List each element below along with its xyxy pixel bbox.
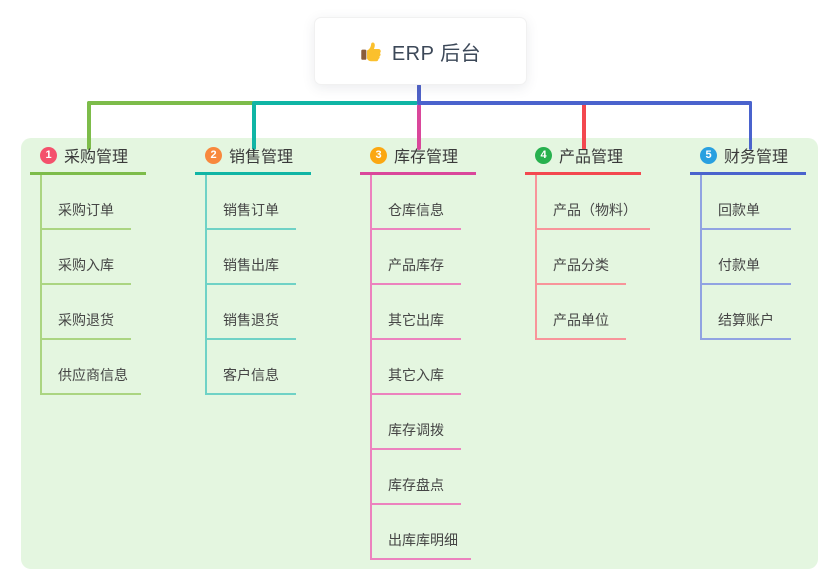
- drop-line-purchase: [87, 101, 91, 150]
- child-node[interactable]: 产品库存: [372, 258, 461, 285]
- branch-finance: 5 财务管理 回款单 付款单 结算账户: [690, 143, 839, 340]
- child-node[interactable]: 其它出库: [372, 313, 461, 340]
- branch-number-badge: 4: [535, 146, 552, 164]
- drop-line-sales: [252, 101, 256, 150]
- branch-header-finance[interactable]: 5 财务管理: [690, 143, 806, 175]
- branch-label: 采购管理: [64, 149, 129, 166]
- child-node[interactable]: 销售出库: [207, 258, 296, 285]
- drop-line-finance: [748, 101, 752, 150]
- drop-line-inventory: [417, 104, 421, 150]
- child-node[interactable]: 销售订单: [207, 203, 296, 230]
- branch-label: 销售管理: [229, 149, 294, 166]
- child-node[interactable]: 产品（物料）: [537, 203, 650, 230]
- branch-label: 产品管理: [559, 149, 624, 166]
- child-node[interactable]: 产品分类: [537, 258, 626, 285]
- canvas-panel: [21, 138, 818, 569]
- child-node[interactable]: 回款单: [702, 203, 791, 230]
- branch-number-badge: 2: [205, 146, 222, 164]
- child-node[interactable]: 销售退货: [207, 313, 296, 340]
- root-node[interactable]: ERP 后台: [314, 17, 527, 85]
- branch-children: 仓库信息 产品库存 其它出库 其它入库 库存调拨 库存盘点 出库库明细: [370, 175, 512, 560]
- branch-header-purchase[interactable]: 1 采购管理: [30, 143, 146, 175]
- branch-product: 4 产品管理 产品（物料） 产品分类 产品单位: [525, 143, 677, 340]
- child-node[interactable]: 其它入库: [372, 368, 461, 395]
- child-node[interactable]: 库存调拨: [372, 423, 461, 450]
- root-title: ERP 后台: [391, 42, 482, 65]
- branch-number-badge: 5: [700, 146, 717, 164]
- branch-children: 销售订单 销售出库 销售退货 客户信息: [205, 175, 347, 395]
- thumbs-up-icon: [361, 42, 381, 61]
- branch-children: 产品（物料） 产品分类 产品单位: [535, 175, 677, 340]
- bus-line-purchase: [87, 101, 254, 105]
- child-node[interactable]: 采购退货: [42, 313, 131, 340]
- branch-label: 财务管理: [724, 149, 789, 166]
- branch-purchase: 1 采购管理 采购订单 采购入库 采购退货 供应商信息: [30, 143, 182, 395]
- child-node[interactable]: 库存盘点: [372, 478, 461, 505]
- branch-header-sales[interactable]: 2 销售管理: [195, 143, 311, 175]
- child-node[interactable]: 产品单位: [537, 313, 626, 340]
- child-node[interactable]: 出库库明细: [372, 533, 471, 560]
- branch-header-inventory[interactable]: 3 库存管理: [360, 143, 476, 175]
- branch-children: 回款单 付款单 结算账户: [700, 175, 839, 340]
- branch-number-badge: 3: [370, 146, 387, 164]
- branch-children: 采购订单 采购入库 采购退货 供应商信息: [40, 175, 182, 395]
- child-node[interactable]: 结算账户: [702, 313, 791, 340]
- bus-line-sales: [253, 101, 418, 105]
- child-node[interactable]: 供应商信息: [42, 368, 141, 395]
- branch-sales: 2 销售管理 销售订单 销售出库 销售退货 客户信息: [195, 143, 347, 395]
- branch-number-badge: 1: [40, 146, 57, 164]
- branch-inventory: 3 库存管理 仓库信息 产品库存 其它出库 其它入库 库存调拨 库存盘点 出库库…: [360, 143, 512, 560]
- child-node[interactable]: 仓库信息: [372, 203, 461, 230]
- branch-label: 库存管理: [394, 149, 459, 166]
- bus-line-finance: [417, 101, 752, 105]
- child-node[interactable]: 采购订单: [42, 203, 131, 230]
- branch-header-product[interactable]: 4 产品管理: [525, 143, 641, 175]
- child-node[interactable]: 采购入库: [42, 258, 131, 285]
- child-node[interactable]: 客户信息: [207, 368, 296, 395]
- root-connector-line: [417, 84, 421, 105]
- child-node[interactable]: 付款单: [702, 258, 791, 285]
- drop-line-product: [582, 101, 586, 150]
